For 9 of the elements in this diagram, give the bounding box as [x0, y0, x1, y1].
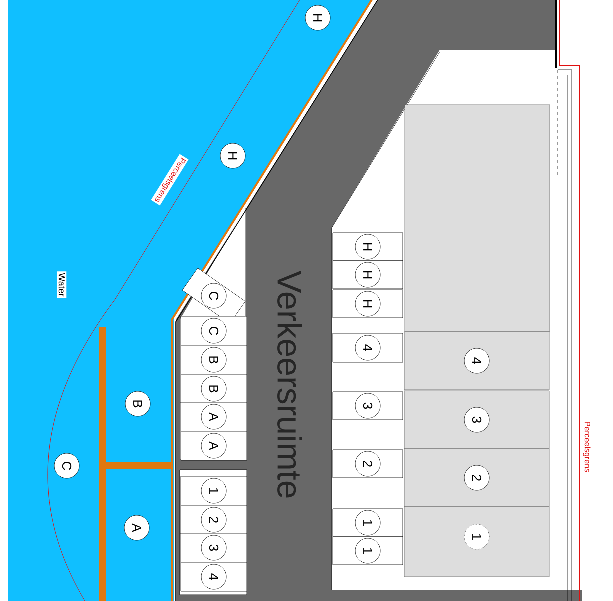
building-unit: 1 [404, 506, 550, 578]
road-label: Verkeersruimte [278, 270, 302, 498]
building-unit: 3 [404, 390, 550, 450]
parking-space: 4 [332, 333, 404, 363]
parking-space: 3 [332, 392, 404, 420]
parking-space: 2 [332, 450, 404, 478]
boundary-label: Perceelsgrens [582, 420, 592, 474]
building-unit: 2 [404, 448, 550, 508]
building-unit: 4 [404, 332, 550, 390]
